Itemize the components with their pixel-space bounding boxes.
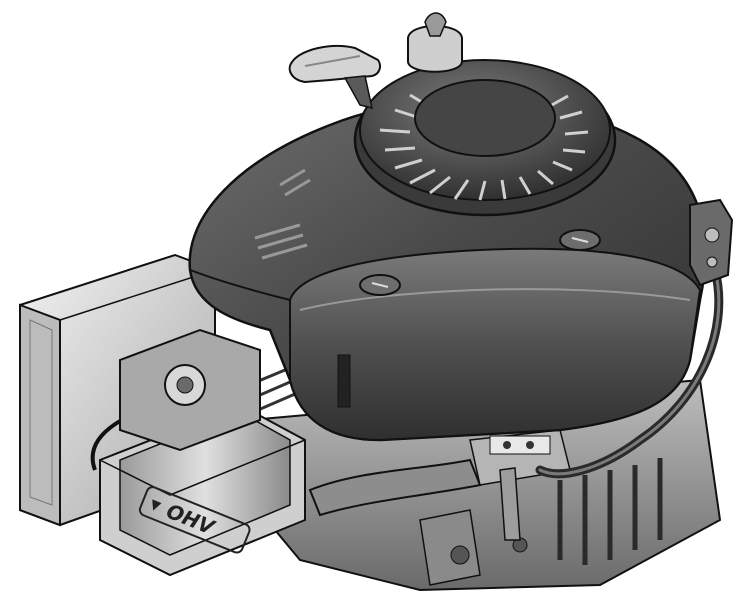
starter-handle [288, 44, 381, 110]
intake-tube [308, 429, 571, 517]
starter-grille [379, 93, 589, 201]
shroud-slot [337, 354, 351, 408]
shroud-vents [254, 168, 311, 260]
starter-center-cap [414, 79, 556, 157]
throttle-bracket [689, 198, 734, 287]
oil-fill-cap [407, 12, 463, 73]
recoil-starter [353, 59, 617, 217]
dipstick-tube [499, 467, 521, 541]
carburetor [119, 328, 261, 452]
valve-cover: OHV [99, 368, 306, 577]
